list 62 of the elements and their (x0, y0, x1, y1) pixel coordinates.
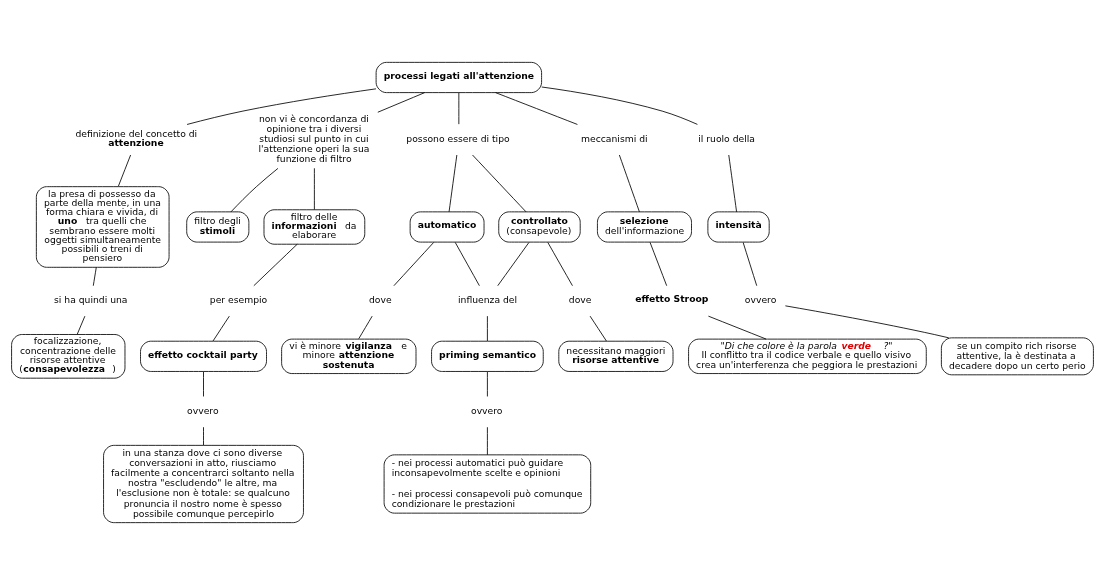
connector (497, 242, 530, 287)
connector (618, 154, 640, 213)
node-text: influenza del (458, 294, 518, 306)
node-box: filtro degli stimoli (186, 211, 250, 243)
node-text: meccanismi di (581, 132, 648, 144)
connector (313, 167, 315, 211)
node-box: selezione dell'informazione (597, 211, 692, 243)
connector (487, 426, 488, 456)
node-text: ovvero (471, 405, 503, 417)
connector (377, 92, 426, 113)
node-box: priming semantico (431, 340, 544, 372)
node-text: effetto Stroop (635, 293, 709, 305)
node-text: il ruolo della (698, 132, 755, 144)
connector (76, 315, 86, 335)
connector (487, 371, 488, 397)
connector (495, 92, 578, 125)
connector (203, 371, 204, 397)
node-box: focalizzazione, concentrazione delle risorse attentive (consapevolezza) (11, 334, 126, 379)
connector (186, 88, 377, 125)
connector (92, 266, 97, 287)
node-text: possono essere di tipo (406, 132, 510, 144)
connector (547, 242, 573, 287)
connector (742, 242, 758, 287)
node-text: definizione del concetto di attenzione (75, 127, 198, 149)
node-text: per esempio (209, 294, 268, 306)
connector (253, 243, 298, 287)
connector (393, 242, 435, 287)
connector (589, 315, 607, 342)
node-box: la presa di possesso da parte della mente, in una forma chiara e vivida, di uno tra quelli che sembrano essere molti oggetti simultaneamente possibili o treni di pensiero (35, 186, 170, 268)
node-box: - nei processi automatici può guidare inconsapevolmente scelte e opinioni - nei processi consapevoli può comunque condizionare le prestazioni (383, 454, 592, 514)
connector (649, 242, 668, 287)
connector (230, 167, 279, 213)
node-text: dove (368, 294, 392, 306)
connector (541, 86, 698, 125)
connector (212, 315, 230, 342)
connector (203, 426, 204, 446)
connector (472, 154, 527, 213)
node-box: "Di che colore è la parola verde ?" Il conflitto tra il codice verbale e quello visivo crea un'interferenza che peggiora le prestazioni (688, 338, 927, 374)
connector (117, 154, 132, 187)
node-text: ovvero (187, 405, 219, 417)
node-box: filtro delle informazioni da elaborare (263, 209, 366, 245)
node-box: vi è minore vigilanza e minore attenzione sostenuta (281, 338, 417, 374)
node-box: automatico (409, 211, 485, 243)
connector (708, 315, 767, 340)
node-box: necessitano maggiori risorse attentive (558, 340, 674, 372)
node-box: se un compito rich risorse attentive, la è destinata a decadere dopo un certo perio (940, 337, 1094, 376)
connector (358, 315, 373, 340)
node-box: in una stanza dove ci sono diverse conversazioni in atto, riusciamo facilmente a concentrarci soltanto nella nostra "escludendo" le altre, ma l'esclusione non è totale: se qualcuno pronuncia il nostro nome è spesso possibile comunque percepirlo (103, 444, 304, 524)
node-box: controllato (consapevole) (498, 211, 581, 243)
connector (784, 305, 950, 339)
connector (454, 242, 480, 287)
node-text: non vi è concordanza di opinione tra i diversi studiosi sul punto in cui l'attenzione operi la sua funzione di filtro (258, 112, 370, 165)
node-box: intensità (707, 211, 770, 243)
node-text: dove (568, 294, 592, 306)
connector (458, 92, 460, 125)
node-box: processi legati all'attenzione (375, 61, 542, 93)
node-text: ovvero (744, 294, 777, 306)
connector (448, 154, 458, 213)
node-text: si ha quindi una (54, 294, 128, 306)
connector (487, 315, 488, 342)
node-box: effetto cocktail party (140, 340, 267, 372)
connector (728, 154, 737, 213)
